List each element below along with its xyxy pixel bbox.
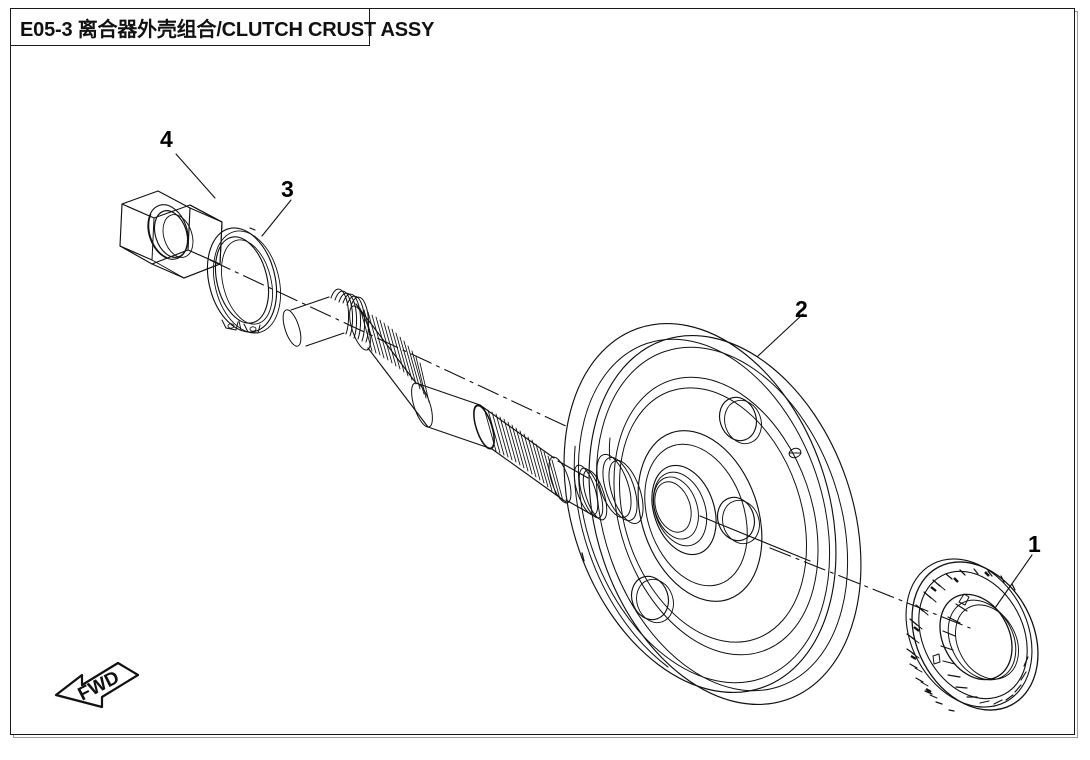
fwd-direction-badge: FWD xyxy=(52,655,162,725)
centre-axis-line-right xyxy=(769,547,971,629)
callout-1-leader xyxy=(994,554,1033,609)
sheet-title-box: E05-3 离合器外壳组合/CLUTCH CRUST ASSY xyxy=(10,8,434,46)
callout-2-leader xyxy=(757,313,804,357)
housing-hub-pointer xyxy=(699,515,811,562)
main-shaft xyxy=(282,288,608,521)
exploded-view-drawing xyxy=(119,153,1039,712)
spline-hatch-1 xyxy=(359,307,430,403)
page-frame xyxy=(10,8,1075,735)
callout-number-2[interactable]: 2 xyxy=(795,296,808,322)
housing-boss-holes xyxy=(630,396,762,624)
callout-3-leader xyxy=(261,199,292,237)
callout-number-4[interactable]: 4 xyxy=(160,126,173,152)
callout-4-leader xyxy=(175,153,216,199)
callout-number-1[interactable]: 1 xyxy=(1028,531,1041,557)
clutch-housing-part xyxy=(563,323,862,705)
callout-number-3[interactable]: 3 xyxy=(281,176,294,202)
sprag-roller-slots xyxy=(940,603,1029,705)
page-title: E05-3 离合器外壳组合/CLUTCH CRUST ASSY xyxy=(20,18,435,41)
spline-hatch-2 xyxy=(483,407,564,502)
hex-nut-part xyxy=(119,190,223,279)
sprag-clutch-part xyxy=(905,558,1039,712)
rim-pin-hole xyxy=(788,447,802,459)
snap-ring-part xyxy=(206,227,281,334)
sprag-cage-segments xyxy=(906,568,1016,712)
